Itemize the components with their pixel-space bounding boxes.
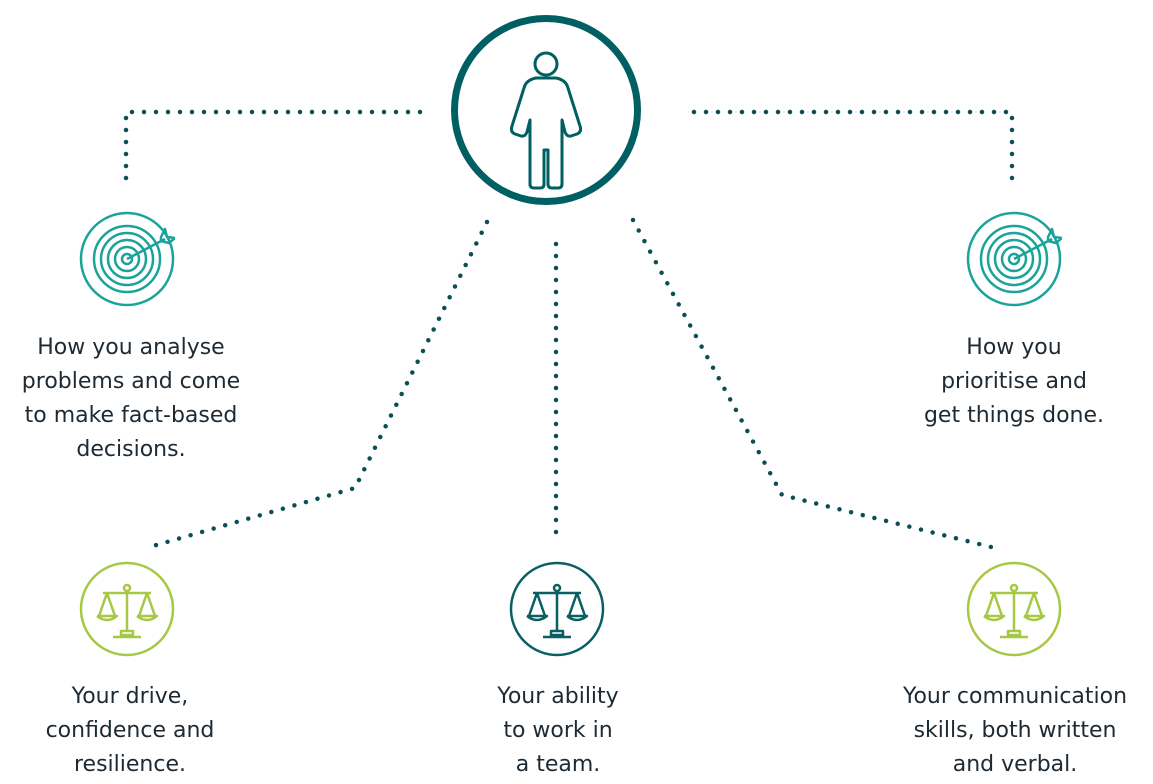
person-icon: [509, 51, 583, 190]
connector-drive: [143, 219, 490, 551]
label-drive: Your drive, confidence and resilience.: [45, 684, 215, 777]
label-analyse: How you analyse problems and come to mak…: [21, 335, 241, 462]
target-icon: [966, 211, 1064, 307]
label-communication: Your communication skills, both written …: [902, 684, 1128, 777]
connector-analyse: [123, 109, 423, 191]
connector-prioritise: [691, 109, 1015, 191]
scales-icon: [79, 561, 175, 657]
connector-communication: [630, 217, 998, 551]
scales-icon: [966, 561, 1062, 657]
label-prioritise: How you prioritise and get things done.: [923, 335, 1105, 428]
label-team: Your ability to work in a team.: [497, 684, 619, 777]
central-person-node: [451, 15, 641, 205]
scales-icon: [509, 561, 605, 657]
target-icon: [79, 211, 177, 307]
